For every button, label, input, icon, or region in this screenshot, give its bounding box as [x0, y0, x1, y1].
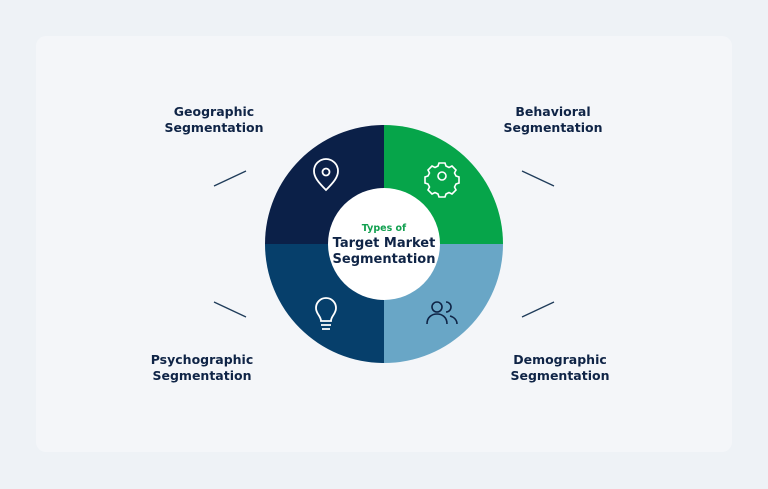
label-line1: Demographic: [513, 352, 607, 367]
label-line1: Behavioral: [515, 104, 591, 119]
label-line1: Psychographic: [150, 352, 254, 367]
label-line2: Segmentation: [164, 120, 264, 135]
center-subtitle: Types of: [361, 223, 407, 234]
label-line2: Segmentation: [152, 368, 252, 383]
center-title: Types of Target Market Segmentation: [324, 222, 444, 268]
center-circle: [328, 188, 440, 300]
gear-icon: [424, 162, 460, 198]
lightbulb-icon: [315, 297, 337, 330]
label-line1: Geographic: [173, 104, 255, 119]
label-line2: Segmentation: [510, 368, 610, 383]
center-title-line1: Target Market: [332, 236, 436, 251]
label-geographic: Geographic Segmentation: [124, 104, 304, 136]
connector-lines: [213, 170, 555, 318]
label-demographic: Demographic Segmentation: [470, 352, 650, 384]
label-line2: Segmentation: [503, 120, 603, 135]
label-psychographic: Psychographic Segmentation: [112, 352, 292, 384]
users-icon: [426, 301, 458, 325]
center-title-line2: Segmentation: [332, 252, 436, 267]
label-behavioral: Behavioral Segmentation: [463, 104, 643, 136]
map-pin-icon: [313, 158, 339, 192]
